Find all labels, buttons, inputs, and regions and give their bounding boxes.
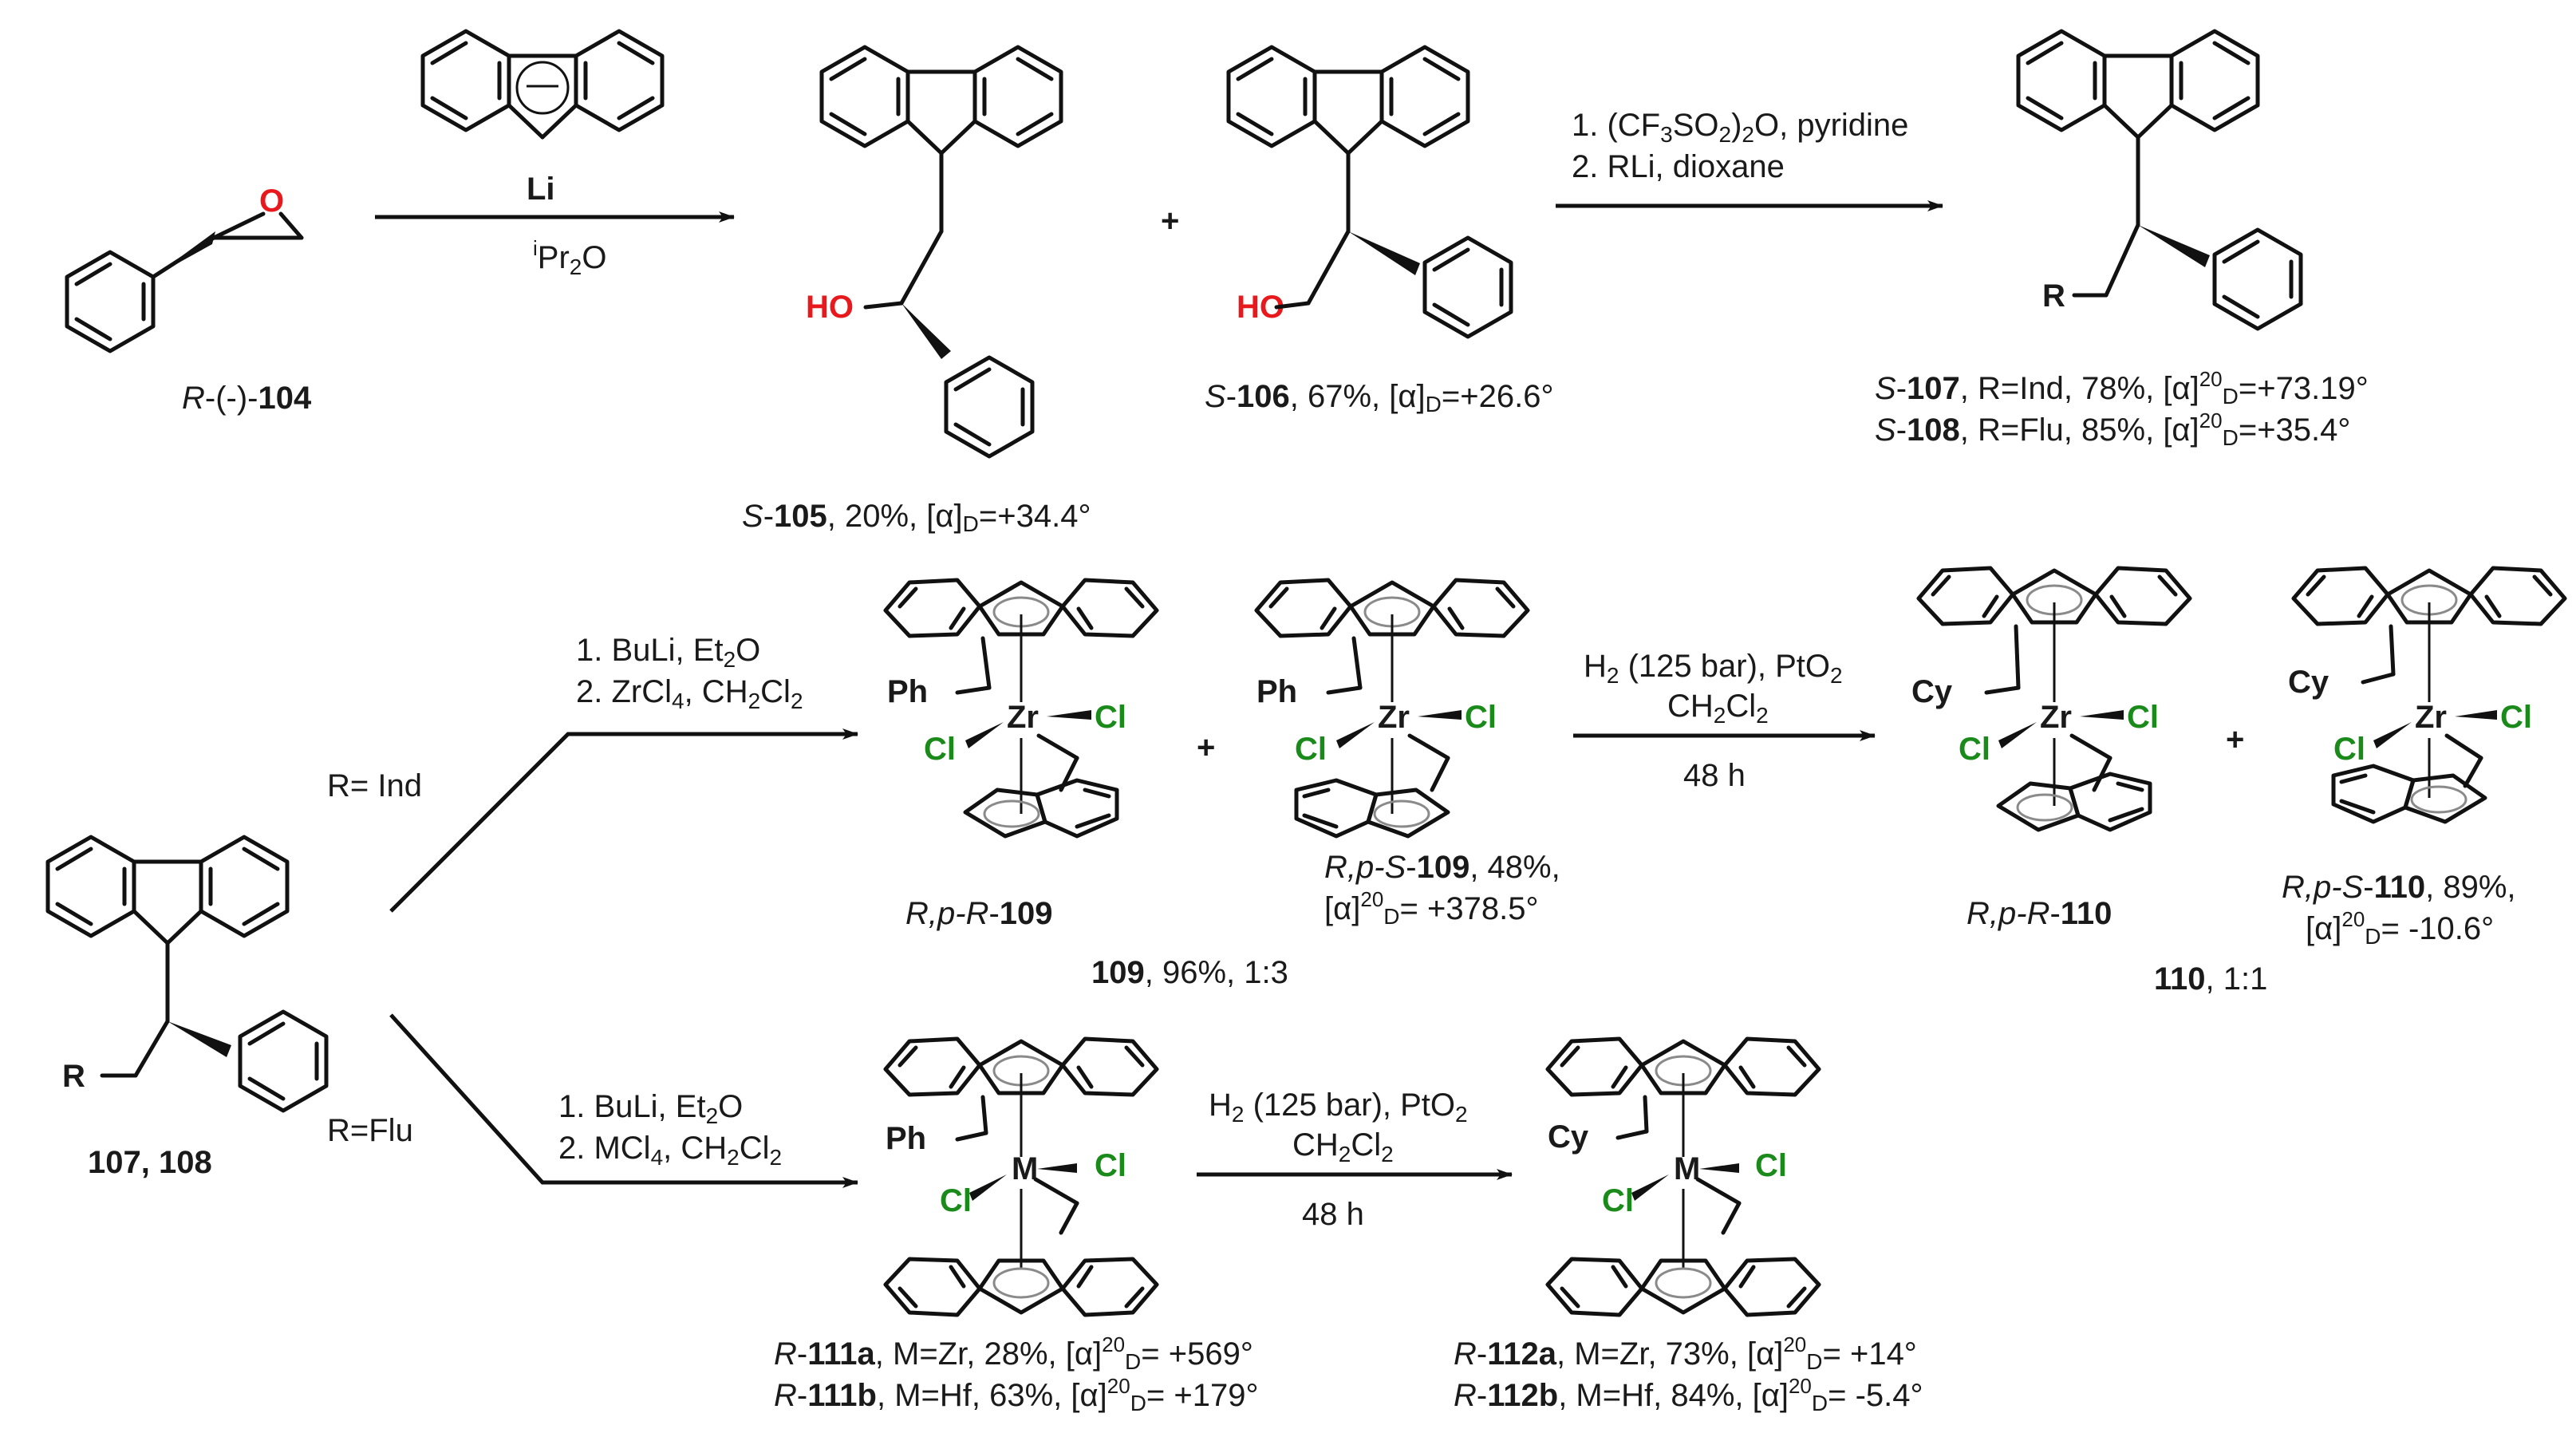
plus-sign: + <box>1197 730 1215 765</box>
reagent-ipr2o: iPr2O <box>533 236 606 279</box>
compound-110-mixture-label: 110, 1:1 <box>2154 961 2267 997</box>
r-group-label: R <box>62 1059 85 1094</box>
plus-sign: + <box>1161 203 1179 239</box>
cyclohexyl-label: Cy <box>1548 1119 1589 1155</box>
compound-107-108-start-structure: R <box>48 837 326 1111</box>
chlorine-atom: Cl <box>2127 700 2159 735</box>
chlorine-atom: Cl <box>940 1183 972 1218</box>
compound-109-mixture-label: 109, 96%, 1:3 <box>1091 955 1288 990</box>
reagent-li: Li <box>527 172 555 207</box>
compound-104-structure: O <box>67 184 304 351</box>
compound-104-label: R-(-)-104 <box>182 381 312 416</box>
reaction-3-line1: 1. BuLi, Et2O <box>576 633 760 672</box>
hydroxyl-group: HO <box>806 290 854 325</box>
r-group-label: R <box>2042 278 2065 314</box>
chlorine-atom: Cl <box>1095 700 1126 735</box>
phenyl-label: Ph <box>886 1121 926 1156</box>
compound-109-RS-structure: Ph Zr Cl Cl <box>1256 580 1528 836</box>
reaction-6-line1: H2 (125 bar), PtO2 <box>1209 1088 1468 1127</box>
compound-106-label: S-106, 67%, [α]D=+26.6° <box>1205 379 1553 416</box>
compound-110-RR-structure: Cy Zr Cl Cl <box>1911 568 2190 830</box>
reaction-5-line2: CH2Cl2 <box>1667 689 1769 728</box>
phenyl-label: Ph <box>887 674 928 709</box>
compound-109-RR-structure: Ph Zr Cl Cl <box>886 580 1157 836</box>
compound-108-label: S-108, R=Flu, 85%, [α]20D=+35.4° <box>1875 409 2350 450</box>
compound-111a-label: R-111a, M=Zr, 28%, [α]20D= +569° <box>774 1332 1253 1374</box>
reaction-2-line2: 2. RLi, dioxane <box>1572 149 1785 184</box>
reaction-5-line3: 48 h <box>1683 758 1746 793</box>
zirconium-atom: Zr <box>1378 700 1410 735</box>
reaction-arrow-4 <box>389 1013 858 1188</box>
chlorine-atom: Cl <box>2333 732 2365 767</box>
compound-111-structure: Ph M Cl Cl <box>886 1039 1157 1315</box>
reaction-6-line3: 48 h <box>1302 1197 1364 1232</box>
chlorine-atom: Cl <box>1095 1148 1126 1183</box>
reaction-arrow-3 <box>389 728 858 913</box>
metal-atom: M <box>1674 1151 1700 1186</box>
compound-110-RS-structure: Cy Zr Cl Cl <box>2288 568 2565 822</box>
compound-112-structure: Cy M Cl Cl <box>1548 1039 1819 1315</box>
zirconium-atom: Zr <box>2040 700 2072 735</box>
compound-109-RS-rotation: [α]20D= +378.5° <box>1324 887 1538 929</box>
chlorine-atom: Cl <box>2500 700 2532 735</box>
chlorine-atom: Cl <box>1755 1148 1787 1183</box>
chlorine-atom: Cl <box>1602 1183 1634 1218</box>
compound-112a-label: R-112a, M=Zr, 73%, [α]20D= +14° <box>1454 1332 1917 1374</box>
plus-sign: + <box>2226 722 2244 757</box>
reaction-3-line2: 2. ZrCl4, CH2Cl2 <box>576 674 803 713</box>
reaction-5-line1: H2 (125 bar), PtO2 <box>1584 649 1843 688</box>
compound-110-RR-label: R,p-R-110 <box>1967 896 2112 931</box>
reaction-4-line1: 1. BuLi, Et2O <box>558 1089 743 1128</box>
zirconium-atom: Zr <box>2415 700 2447 735</box>
chlorine-atom: Cl <box>924 732 956 767</box>
oxygen-atom: O <box>259 184 284 219</box>
reaction-4-line2: 2. MCl4, CH2Cl2 <box>558 1131 782 1170</box>
compound-109-RS-label: R,p-S-109, 48%, <box>1324 850 1560 885</box>
chlorine-atom: Cl <box>1465 700 1497 735</box>
cyclohexyl-label: Cy <box>2288 665 2329 700</box>
cyclohexyl-label: Cy <box>1911 674 1953 709</box>
compound-109-RR-label: R,p-R-109 <box>905 896 1053 931</box>
compound-112b-label: R-112b, M=Hf, 84%, [α]20D= -5.4° <box>1454 1374 1923 1415</box>
branch-r-flu: R=Flu <box>327 1113 413 1148</box>
compound-105-structure: HO <box>806 47 1061 456</box>
phenyl-label: Ph <box>1256 674 1297 709</box>
fluorenyl-lithium-structure <box>423 31 662 137</box>
compound-105-label: S-105, 20%, [α]D=+34.4° <box>742 499 1091 536</box>
chlorine-atom: Cl <box>1295 732 1327 767</box>
reaction-2-line1: 1. (CF3SO2)2O, pyridine <box>1572 108 1908 147</box>
compound-106-structure: HO <box>1229 47 1511 337</box>
compound-110-RS-label: R,p-S-110, 89%, <box>2282 870 2516 905</box>
metal-atom: M <box>1012 1151 1038 1186</box>
compound-107-108-label: 107, 108 <box>88 1145 212 1180</box>
compound-111b-label: R-111b, M=Hf, 63%, [α]20D= +179° <box>774 1374 1259 1415</box>
reaction-6-line2: CH2Cl2 <box>1292 1127 1394 1166</box>
compound-110-RS-rotation: [α]20D= -10.6° <box>2306 907 2494 949</box>
compound-107-label: S-107, R=Ind, 78%, [α]20D=+73.19° <box>1875 367 2369 409</box>
chlorine-atom: Cl <box>1959 732 1990 767</box>
compound-107-108-structure: R <box>2018 31 2301 329</box>
branch-r-ind: R= Ind <box>327 768 422 803</box>
zirconium-atom: Zr <box>1007 700 1039 735</box>
